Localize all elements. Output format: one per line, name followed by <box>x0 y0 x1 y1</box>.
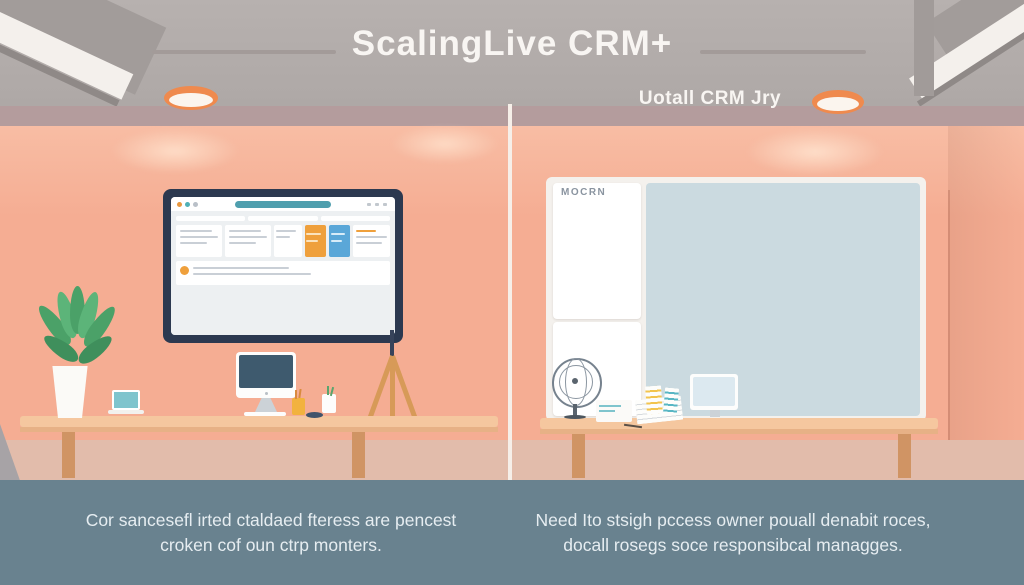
screen-card-orange <box>304 225 326 257</box>
monitor-stand <box>255 398 277 412</box>
dot <box>180 266 189 275</box>
caption-left-line2: croken cof oun ctrp monters. <box>160 534 382 555</box>
text-line <box>306 233 322 235</box>
desk-leg <box>62 432 75 478</box>
fan-pole <box>573 404 577 416</box>
tripod-leg <box>390 356 395 430</box>
desk-leg <box>572 434 585 478</box>
desk-leg <box>898 434 911 478</box>
ceiling-light <box>812 90 864 114</box>
text-line <box>306 240 319 242</box>
fan-hub <box>572 378 578 384</box>
title-divider-left <box>152 50 336 54</box>
screen-row <box>176 261 390 285</box>
sticky-sheet <box>645 385 663 415</box>
text-line <box>193 273 311 275</box>
laptop <box>112 390 140 410</box>
caption-right-line1: Need Ito stsigh pccess owner pouall dena… <box>535 510 931 530</box>
board-main-area <box>646 183 920 416</box>
crm-dashboard-grid <box>171 211 395 335</box>
sticky-sheet <box>662 387 680 415</box>
window-dot <box>185 202 190 207</box>
caption-left-line1: Cor sancesefl irted ctaldaed fteress are… <box>85 510 457 530</box>
caption-right: Need Ito stsigh pccess owner pouall dena… <box>528 508 938 558</box>
window-dot <box>177 202 182 207</box>
search-bar <box>235 201 331 208</box>
presentation-screen <box>171 197 395 335</box>
screen-card-bar <box>320 215 390 221</box>
screen-card-mini <box>274 225 302 257</box>
browser-bar <box>171 197 395 211</box>
screen-row <box>176 225 390 257</box>
text-line <box>193 267 290 269</box>
text-line <box>228 236 268 238</box>
text-line <box>276 230 296 232</box>
workstation-monitor-stand <box>710 410 720 417</box>
screen-card-bar <box>176 215 246 221</box>
title-divider-right <box>700 50 866 54</box>
caption-right-line2: docall rosegs soce responsibcal managges… <box>563 534 903 555</box>
text-line <box>356 236 388 238</box>
right-desk <box>540 418 938 429</box>
toolbar-icon <box>383 203 387 206</box>
desk-plant <box>327 386 329 395</box>
screen-card-blue <box>328 225 351 257</box>
floor <box>0 440 1024 480</box>
scene-divider <box>508 104 512 480</box>
text-line <box>179 230 212 232</box>
desk-plant-cup <box>322 394 336 413</box>
toolbar-icon <box>375 203 379 206</box>
ceiling-column <box>914 0 934 96</box>
fan-base <box>564 415 586 419</box>
white-box-device <box>596 400 632 422</box>
wall-corner-shade <box>948 126 1024 440</box>
screen-card-lines-o <box>353 225 390 257</box>
laptop-base <box>108 410 144 414</box>
wall-light-glow <box>110 128 240 174</box>
screen-card-bar <box>248 215 318 221</box>
window-dot <box>193 202 198 207</box>
screen-card-dot-o <box>176 261 390 285</box>
screen-card-lines <box>225 225 272 257</box>
plant-pot <box>52 366 88 418</box>
text-line <box>228 242 257 244</box>
main-title: ScalingLive CRM+ <box>351 24 673 63</box>
desktop-monitor <box>236 352 296 398</box>
pencil <box>295 390 297 399</box>
screen-row <box>176 215 390 221</box>
monitor-logo <box>265 392 268 395</box>
device-line <box>599 410 615 412</box>
ceiling-light <box>164 86 218 110</box>
screen-card-lines <box>176 225 223 257</box>
wall-light-glow <box>745 128 885 176</box>
text-line <box>179 236 219 238</box>
mouse <box>306 412 323 418</box>
caption-band <box>0 480 1024 585</box>
wall-corner-line <box>948 190 950 440</box>
toolbar-icon <box>367 203 371 206</box>
left-desk <box>20 416 498 427</box>
board-brand-label: MOCRN <box>561 187 607 198</box>
text-line <box>330 240 343 242</box>
device-line <box>599 405 621 407</box>
pencil-cup <box>292 398 305 415</box>
workstation-monitor <box>690 374 738 410</box>
keyboard <box>244 412 286 416</box>
caption-left: Cor sancesefl irted ctaldaed fteress are… <box>66 508 476 558</box>
text-line <box>330 233 346 235</box>
tripod-pole <box>390 330 394 360</box>
text-line <box>276 236 291 238</box>
text-line <box>356 242 382 244</box>
desk-leg <box>352 432 365 478</box>
board-sidebar-top <box>553 183 641 319</box>
text-line <box>356 230 377 232</box>
text-line <box>228 230 261 232</box>
right-desk-edge <box>540 429 938 434</box>
left-desk-edge <box>20 427 498 432</box>
right-room-label: Uotall CRM Jry <box>638 88 782 109</box>
text-line <box>179 242 208 244</box>
wall-band <box>0 106 1024 126</box>
wall-light-glow <box>390 124 500 164</box>
